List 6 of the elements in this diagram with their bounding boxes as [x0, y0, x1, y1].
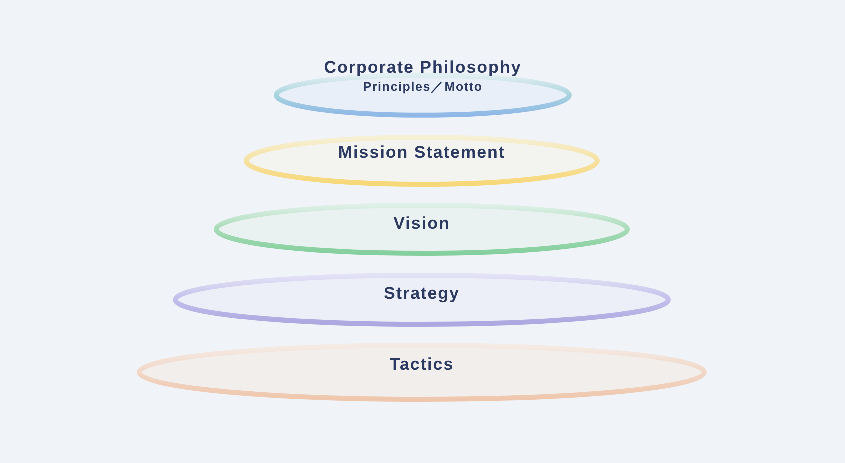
layer-label: Corporate Philosophy	[324, 58, 522, 78]
layer-subtitle: Principles／Motto	[363, 80, 483, 96]
layer-label: Tactics	[390, 355, 454, 375]
layer-label: Strategy	[384, 284, 460, 304]
layer-label: Mission Statement	[338, 143, 506, 163]
layer-label: Vision	[394, 214, 450, 234]
